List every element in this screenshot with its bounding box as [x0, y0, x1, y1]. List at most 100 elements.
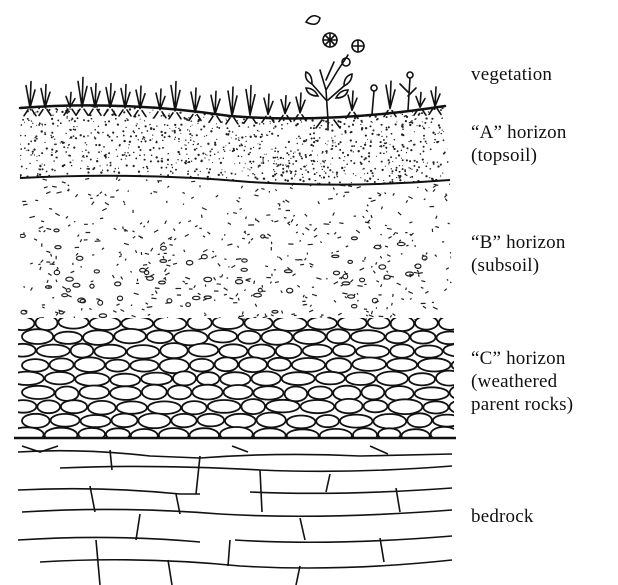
topsoil-stipple: [87, 171, 89, 173]
topsoil-stipple: [313, 125, 315, 127]
topsoil-stipple: [189, 130, 190, 131]
topsoil-stipple: [27, 149, 29, 151]
topsoil-stipple: [66, 173, 68, 175]
topsoil-stipple: [237, 185, 239, 187]
topsoil-stipple: [283, 186, 285, 188]
subsoil-fleck: [396, 233, 398, 234]
topsoil-stipple: [391, 173, 392, 174]
topsoil-stipple: [296, 138, 297, 139]
subsoil-fleck: [218, 263, 220, 266]
subsoil-fleck: [272, 220, 274, 221]
topsoil-stipple: [271, 133, 273, 135]
weathered-rock: [254, 386, 284, 399]
topsoil-stipple: [420, 153, 422, 155]
topsoil-stipple: [176, 162, 177, 163]
topsoil-stipple: [413, 104, 415, 106]
topsoil-stipple: [307, 171, 309, 173]
subsoil-fleck: [119, 256, 121, 257]
subsoil-fleck: [337, 193, 338, 195]
topsoil-stipple: [260, 112, 261, 113]
topsoil-stipple: [90, 159, 92, 161]
weathered-rock: [51, 414, 80, 427]
topsoil-stipple: [72, 160, 73, 161]
topsoil-stipple: [332, 157, 334, 159]
topsoil-stipple: [423, 150, 425, 152]
topsoil-stipple: [96, 160, 98, 162]
topsoil-stipple: [61, 141, 63, 143]
topsoil-stipple: [138, 146, 140, 148]
topsoil-stipple: [144, 159, 146, 161]
subsoil-fleck: [48, 273, 52, 275]
grass-tuft: [209, 91, 221, 122]
topsoil-stipple: [353, 120, 355, 122]
topsoil-stipple: [241, 156, 242, 157]
topsoil-stipple: [350, 131, 352, 133]
topsoil-stipple: [311, 138, 313, 140]
subsoil-fleck: [131, 305, 132, 306]
topsoil-stipple: [274, 111, 276, 113]
topsoil-stipple: [323, 187, 325, 189]
weathered-rock: [387, 358, 417, 371]
topsoil-stipple: [174, 139, 175, 140]
topsoil-stipple: [364, 173, 365, 174]
subsoil-pebble: [161, 246, 167, 250]
weathered-rock: [368, 317, 390, 329]
subsoil-fleck: [435, 227, 439, 228]
topsoil-stipple: [372, 185, 374, 187]
label-c-horizon-line3: parent rocks): [471, 393, 573, 416]
subsoil-fleck: [240, 209, 242, 210]
topsoil-stipple: [170, 103, 172, 105]
topsoil-stipple: [312, 163, 314, 165]
topsoil-stipple: [87, 166, 88, 167]
weathered-rock: [303, 345, 332, 357]
subsoil-fleck: [278, 256, 279, 257]
topsoil-stipple: [395, 102, 396, 103]
topsoil-stipple: [274, 173, 276, 175]
subsoil-fleck: [114, 228, 117, 230]
topsoil-stipple: [202, 106, 204, 108]
topsoil-stipple: [180, 124, 182, 126]
topsoil-stipple: [287, 165, 289, 167]
subsoil-fleck: [31, 287, 33, 290]
topsoil-stipple: [101, 151, 102, 152]
topsoil-stipple: [271, 149, 272, 150]
topsoil-stipple: [55, 101, 57, 103]
subsoil-fleck: [85, 179, 89, 180]
subsoil-fleck: [42, 307, 45, 308]
topsoil-stipple: [360, 177, 361, 178]
topsoil-stipple: [440, 175, 441, 176]
topsoil-stipple: [274, 150, 276, 152]
topsoil-stipple: [167, 159, 169, 161]
topsoil-stipple: [103, 100, 104, 101]
topsoil-stipple: [29, 183, 30, 184]
topsoil-stipple: [145, 140, 147, 142]
subsoil-fleck: [203, 250, 207, 252]
topsoil-stipple: [110, 162, 112, 164]
topsoil-stipple: [256, 109, 258, 111]
subsoil-fleck: [256, 218, 257, 221]
topsoil-stipple: [185, 140, 186, 141]
topsoil-stipple: [427, 185, 428, 186]
topsoil-stipple: [355, 105, 357, 107]
topsoil-stipple: [105, 124, 107, 126]
topsoil-stipple: [381, 124, 383, 126]
topsoil-stipple: [274, 171, 275, 172]
topsoil-stipple: [381, 169, 383, 171]
topsoil-stipple: [423, 135, 425, 137]
weathered-rock: [340, 415, 373, 428]
subsoil-fleck: [202, 208, 207, 210]
subsoil-fleck: [376, 262, 377, 264]
subsoil-fleck: [406, 200, 408, 202]
topsoil-stipple: [156, 126, 157, 127]
topsoil-stipple: [187, 170, 189, 172]
subsoil-fleck: [283, 201, 285, 202]
topsoil-stipple: [386, 116, 388, 118]
weathered-rock: [326, 358, 351, 373]
topsoil-stipple: [65, 151, 67, 153]
weathered-rock: [81, 415, 111, 427]
topsoil-stipple: [434, 134, 436, 136]
topsoil-stipple: [449, 126, 450, 127]
topsoil-stipple: [370, 140, 371, 141]
subsoil-fleck: [23, 204, 28, 205]
topsoil-stipple: [102, 132, 103, 133]
